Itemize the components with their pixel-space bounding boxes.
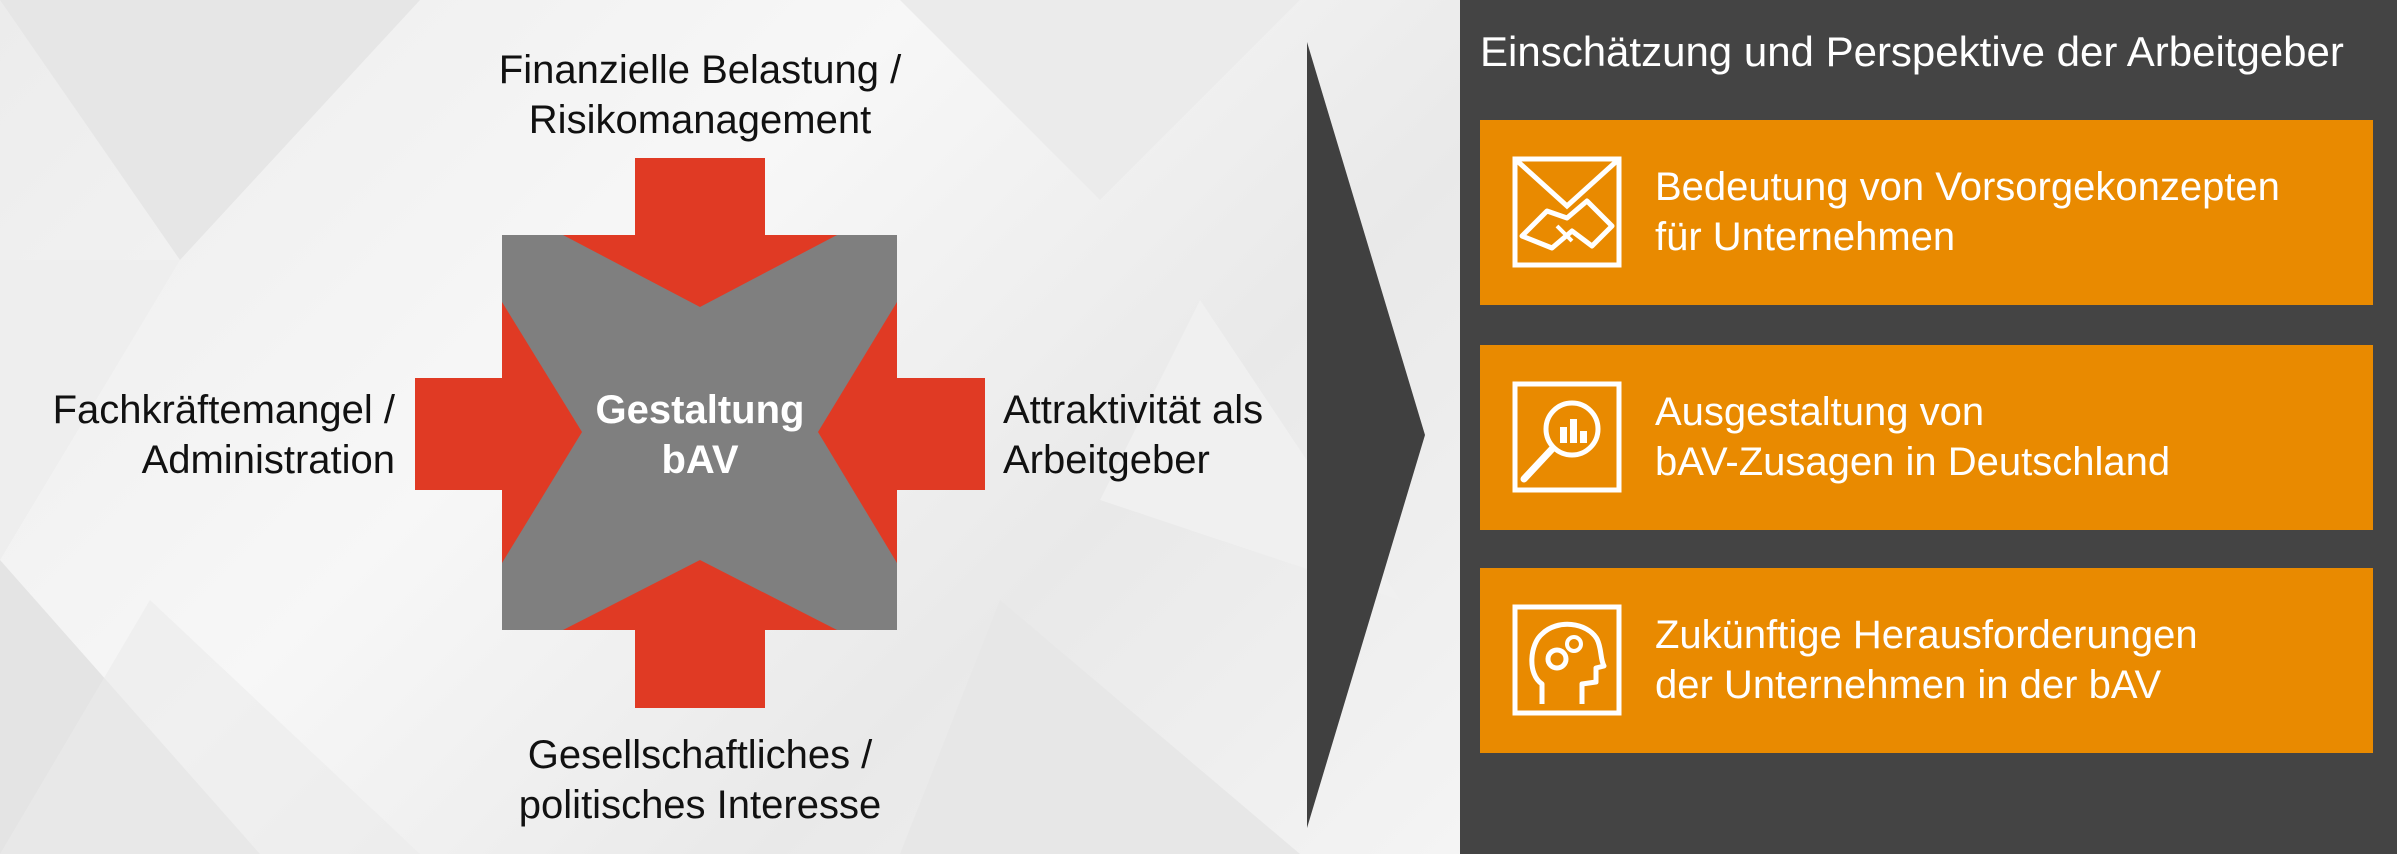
- card-importance-line2: für Unternehmen: [1655, 215, 1956, 259]
- center-label-line2: bAV: [661, 438, 739, 482]
- card-importance: Bedeutung von Vorsorgekonzepten für Unte…: [1480, 120, 2373, 305]
- card-challenges-line1: Zukünftige Herausforderungen: [1655, 613, 2198, 657]
- label-right: Attraktivität als Arbeitgeber: [1003, 385, 1303, 485]
- card-design-line2: bAV-Zusagen in Deutschland: [1655, 440, 2171, 484]
- label-top-line1: Finanzielle Belastung /: [498, 48, 902, 92]
- arrow-left: [415, 302, 582, 563]
- label-bottom-line2: politisches Interesse: [518, 783, 882, 827]
- head-gears-icon: [1512, 604, 1622, 716]
- card-challenges-line2: der Unternehmen in der bAV: [1655, 663, 2162, 707]
- arrow-bottom: [563, 560, 837, 708]
- arrow-right: [818, 302, 985, 563]
- card-design: Ausgestaltung von bAV-Zusagen in Deutsch…: [1480, 345, 2373, 530]
- label-bottom: Gesellschaftliches / politisches Interes…: [440, 730, 960, 830]
- chevron-arrow: [1307, 42, 1425, 828]
- diagram-shapes: [415, 42, 1425, 828]
- label-right-line1: Attraktivität als: [1003, 388, 1264, 432]
- card-importance-line1: Bedeutung von Vorsorgekonzepten: [1655, 165, 2280, 209]
- label-top-line2: Risikomanagement: [528, 98, 872, 142]
- card-design-text: Ausgestaltung von bAV-Zusagen in Deutsch…: [1655, 387, 2170, 487]
- label-top: Finanzielle Belastung / Risikomanagement: [440, 45, 960, 145]
- label-right-line2: Arbeitgeber: [1003, 438, 1210, 482]
- label-bottom-line1: Gesellschaftliches /: [527, 733, 873, 777]
- label-left-line1: Fachkräftemangel /: [52, 388, 395, 432]
- card-importance-text: Bedeutung von Vorsorgekonzepten für Unte…: [1655, 162, 2280, 262]
- card-challenges: Zukünftige Herausforderungen der Unterne…: [1480, 568, 2373, 753]
- center-label: Gestaltung bAV: [560, 385, 840, 485]
- handshake-envelope-icon: [1512, 156, 1622, 268]
- center-label-line1: Gestaltung: [595, 388, 805, 432]
- label-left: Fachkräftemangel / Administration: [10, 385, 395, 485]
- card-design-line1: Ausgestaltung von: [1655, 390, 1985, 434]
- magnifier-chart-icon: [1512, 381, 1622, 493]
- card-challenges-text: Zukünftige Herausforderungen der Unterne…: [1655, 610, 2198, 710]
- panel-title: Einschätzung und Perspektive der Arbeitg…: [1480, 28, 2344, 75]
- arrow-top: [563, 158, 837, 307]
- label-left-line2: Administration: [141, 438, 395, 482]
